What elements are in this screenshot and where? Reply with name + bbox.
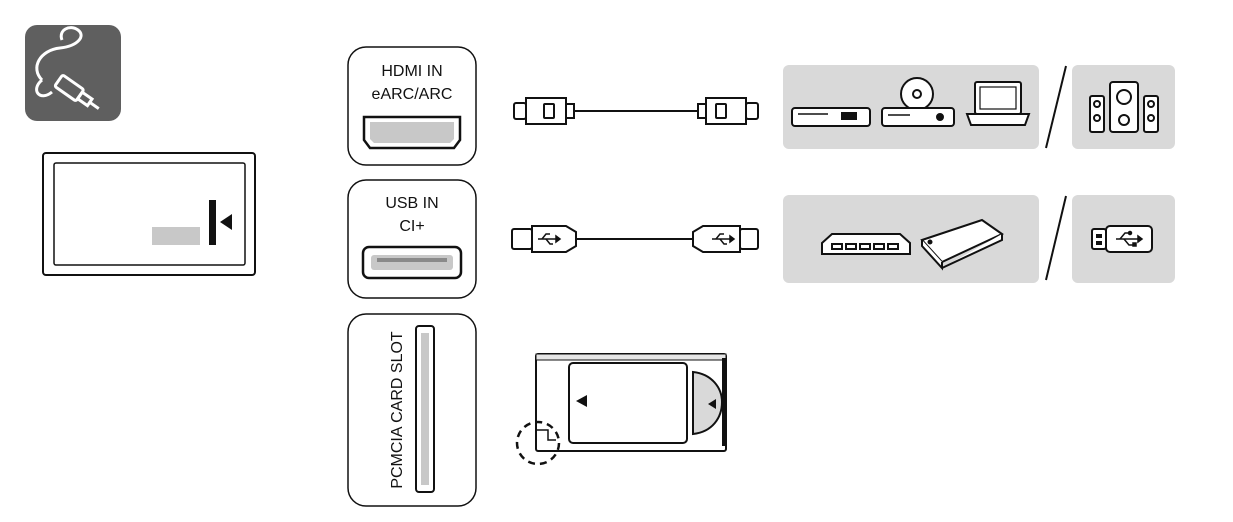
- usb-flash-drive-icon: [1091, 225, 1153, 253]
- separator-slash: [1045, 65, 1067, 149]
- usb-ci-label: CI+: [399, 218, 424, 235]
- laptop-icon: [965, 81, 1031, 126]
- hdmi-cable-icon: [513, 97, 759, 125]
- insert-direction-arrow: [576, 395, 587, 407]
- usb-devices-panel: [783, 195, 1039, 283]
- speaker-system-icon: [1089, 81, 1159, 133]
- hdmi-port-panel: HDMI IN eARC/ARC: [347, 46, 477, 166]
- pcmcia-slot-panel: PCMCIA CARD SLOT: [347, 313, 477, 507]
- pcmcia-slot-label: PCMCIA CARD SLOT: [389, 331, 406, 489]
- card-notch: [536, 429, 556, 441]
- network-hub-icon: [821, 233, 911, 255]
- side-port-strip: [209, 200, 216, 245]
- dvd-player-icon: [881, 77, 955, 127]
- usb-port-panel: USB IN CI+: [347, 179, 477, 299]
- hdmi-devices-panel: [783, 65, 1039, 149]
- cable-plug-icon: [25, 25, 121, 121]
- hdmi-earc-label: eARC/ARC: [372, 86, 453, 103]
- ci-module-card-icon: [515, 353, 727, 466]
- usb-flash-panel: [1072, 195, 1175, 283]
- usb-cable-icon: [511, 225, 759, 253]
- tv-rear-panel-icon: [42, 152, 256, 276]
- separator-slash: [1045, 195, 1067, 281]
- port-area-marker: [152, 227, 200, 245]
- notch-highlight-circle: [515, 420, 561, 466]
- hdmi-port-label: HDMI IN: [381, 63, 442, 80]
- external-hard-drive-icon: [920, 218, 1004, 271]
- blu-ray-player-icon: [791, 107, 871, 127]
- usb-port-label: USB IN: [385, 195, 438, 212]
- side-port-arrow: [220, 214, 232, 230]
- speaker-panel: [1072, 65, 1175, 149]
